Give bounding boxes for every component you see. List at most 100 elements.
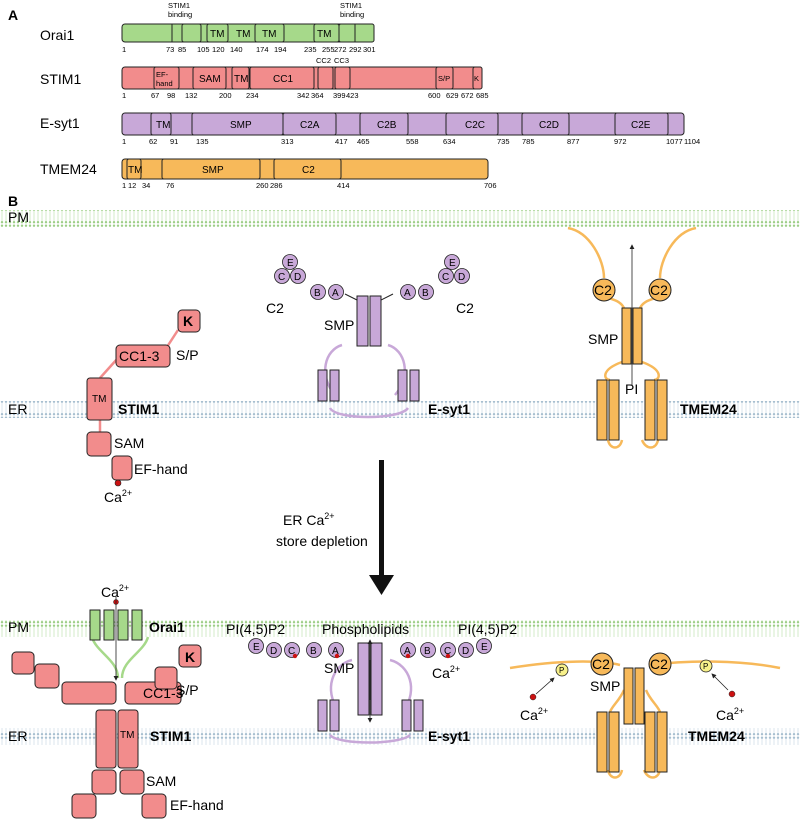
c2-letter: B <box>424 646 431 657</box>
stim1-ef-hand-domain-b: hand <box>156 79 173 88</box>
stim1-num: 1 <box>122 91 126 100</box>
tmem24-smp-label: SMP <box>588 331 618 347</box>
orai1-num: 120 <box>212 45 225 54</box>
orai1-num: 272 <box>334 45 347 54</box>
esyt1-c2e-domain: C2E <box>631 120 651 131</box>
stim1-tm-text: TM <box>92 394 106 405</box>
tmem24-resting <box>567 226 697 449</box>
esyt1-num: 313 <box>281 137 294 146</box>
esyt1-smp-block <box>356 295 369 347</box>
stim1-num: 399 <box>333 91 346 100</box>
tmem24-position-numbers: 1 12 34 76 260 286 414 706 <box>122 181 497 190</box>
stim1-ef-hand-domain-a: EF- <box>156 70 169 79</box>
stim1-num: 234 <box>246 91 259 100</box>
stim1-num: 672 <box>461 91 474 100</box>
pm-label-bottom: PM <box>8 619 29 635</box>
tmem24-c2-domain-right <box>648 652 672 676</box>
plasma-membrane-bottom <box>0 620 800 637</box>
esyt1-num: 735 <box>497 137 510 146</box>
orai1-ca-text: Ca2+ <box>101 583 129 600</box>
esyt1-c2b-domain: C2B <box>377 120 397 131</box>
tmem24-num: 34 <box>142 181 150 190</box>
stim1-name-top: STIM1 <box>118 401 159 417</box>
stim1-num: 364 <box>311 91 324 100</box>
tmem24-num: 1 <box>122 181 126 190</box>
tmem24-c2-domain-left <box>590 652 614 676</box>
orai1-num: 105 <box>197 45 210 54</box>
esyt1-ca-text: Ca2+ <box>432 664 460 681</box>
stim1-sam-text-bottom: SAM <box>146 773 176 789</box>
tmem24-c2-domain-left <box>592 278 616 302</box>
stim1-cc3-label: CC3 <box>334 56 349 65</box>
c2-letter: D <box>294 272 301 283</box>
esyt1-num: 417 <box>335 137 348 146</box>
tmem24-ca-text-left: Ca2+ <box>520 706 548 723</box>
stim1-cc1-domain: CC1 <box>273 74 293 85</box>
tmem24-num: 706 <box>484 181 497 190</box>
pip2-label-right: PI(4,5)P2 <box>458 621 517 637</box>
esyt1-num: 465 <box>357 137 370 146</box>
orai1-num: 1 <box>122 45 126 54</box>
esyt1-c2-letters-top: E C D B A E C D B A <box>278 258 465 299</box>
panel-a-label: A <box>8 7 18 23</box>
tmem24-c2-text-left: C2 <box>594 282 612 298</box>
orai1-stim1-binding-label-1b: binding <box>168 10 192 19</box>
c2-letter: E <box>449 258 456 269</box>
stim1-num: 200 <box>219 91 232 100</box>
stim1-cc-text-bottom: CC1-3 <box>143 685 184 701</box>
esyt1-num: 1 <box>122 137 126 146</box>
tmem24-num: 260 <box>256 181 269 190</box>
pm-label-top: PM <box>8 209 29 225</box>
tmem24-name-bottom: TMEM24 <box>688 728 745 744</box>
stim1-k-text-bottom: K <box>185 649 195 665</box>
stim1-num: 132 <box>185 91 198 100</box>
esyt1-name-top: E-syt1 <box>428 401 470 417</box>
tmem24-num: 286 <box>270 181 283 190</box>
orai1-tm-domain-3: TM <box>262 29 276 40</box>
panel-b-label: B <box>8 193 18 209</box>
stim1-cc2-label: CC2 <box>316 56 331 65</box>
stim1-k-domain: K <box>474 74 479 83</box>
orai1-num: 301 <box>363 45 376 54</box>
tmem24-smp-domain: SMP <box>202 165 224 176</box>
orai1-num: 292 <box>349 45 362 54</box>
stim1-num: 423 <box>346 91 359 100</box>
stim1-ef-hand-text: EF-hand <box>134 461 188 477</box>
tmem24-num: 76 <box>166 181 174 190</box>
stim1-k-block <box>177 309 201 333</box>
orai1-num: 255 <box>322 45 335 54</box>
tmem24-c2-domain-right <box>648 278 672 302</box>
esyt1-smp-label: SMP <box>324 317 354 333</box>
orai1-tm-domain-1: TM <box>210 29 224 40</box>
esyt1-num: 91 <box>170 137 178 146</box>
stim1-num: 98 <box>167 91 175 100</box>
esyt1-domain-bar <box>121 112 685 136</box>
orai1-tm-domain-2: TM <box>236 29 250 40</box>
stim1-tm-block <box>86 377 113 421</box>
c2-letter: A <box>404 646 411 657</box>
esyt1-c2-label-left: C2 <box>266 300 284 316</box>
tmem24-c2-text-left-bottom: C2 <box>592 656 610 672</box>
orai1-row-name: Orai1 <box>40 27 74 43</box>
c2-letter: E <box>287 258 294 269</box>
orai1-num: 73 <box>166 45 174 54</box>
transition-text-line1: ER Ca2+ <box>283 511 335 528</box>
stim1-domain-bar <box>121 66 483 90</box>
pip2-label-left: PI(4,5)P2 <box>226 621 285 637</box>
tmem24-c2-text-right-bottom: C2 <box>650 656 668 672</box>
c2-letter: A <box>332 646 339 657</box>
plasma-membrane-top <box>0 210 800 227</box>
stim1-num: 600 <box>428 91 441 100</box>
c2-letter: C <box>444 646 451 657</box>
stim1-activated <box>11 644 202 819</box>
phosphate-group-right <box>699 659 713 673</box>
stim1-sp-text: S/P <box>176 347 199 363</box>
stim1-k-text: K <box>183 313 193 329</box>
tmem24-row-name: TMEM24 <box>40 161 97 177</box>
esyt1-row-name: E-syt1 <box>40 115 80 131</box>
tmem24-c2-text-right: C2 <box>650 282 668 298</box>
stim1-ef-hand-text-bottom: EF-hand <box>170 797 224 813</box>
tmem24-pi-label: PI <box>625 381 638 397</box>
stim1-cc-text: CC1-3 <box>119 348 160 364</box>
esyt1-num: 558 <box>406 137 419 146</box>
